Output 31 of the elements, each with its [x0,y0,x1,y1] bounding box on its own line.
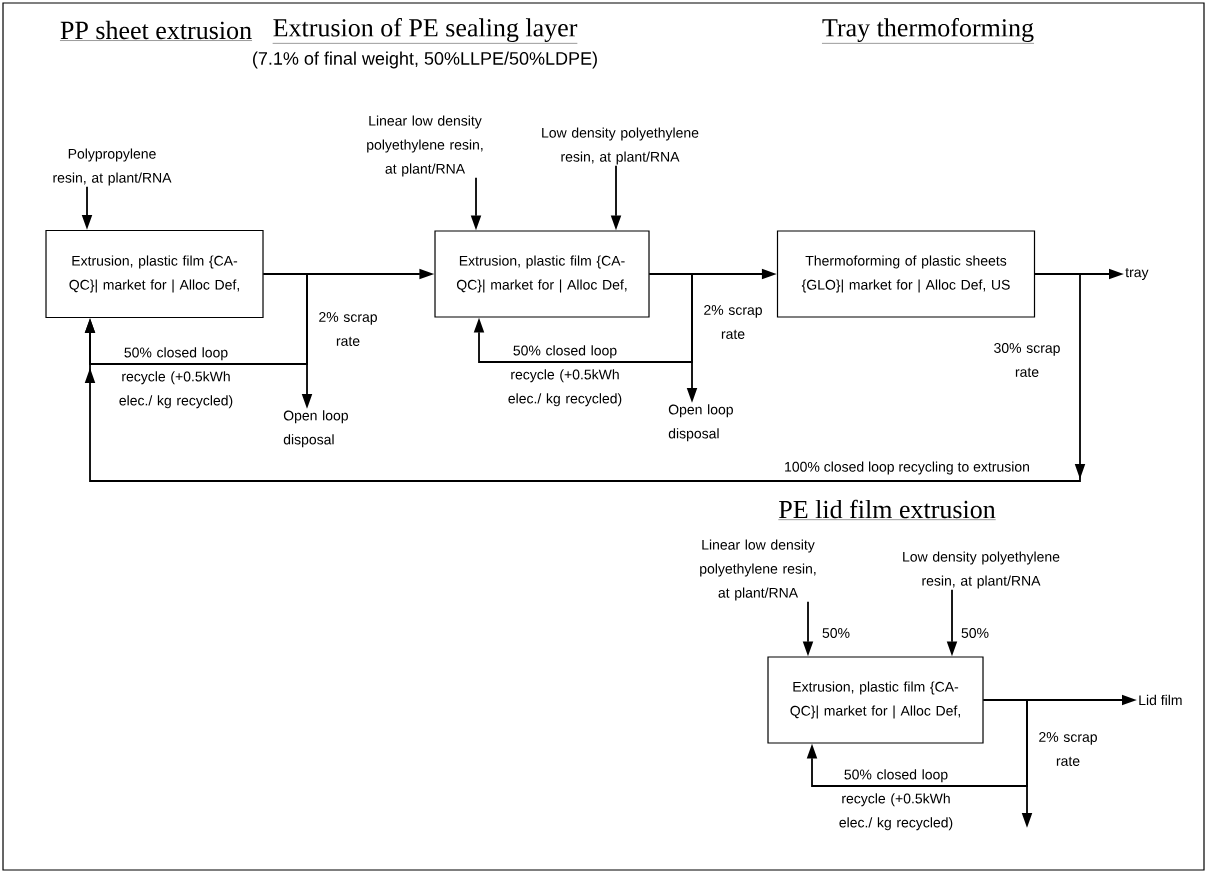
edge-label: 2% scrap rate [704,305,762,339]
process-box: Extrusion, plastic film {CA-QC}| market for | Alloc Def, [45,229,264,319]
flow-text: Polypropylene resin, at plant/RNA [53,148,172,186]
process-box: Extrusion, plastic film {CA-QC}| market for | Alloc Def, [767,656,984,744]
flow-text: tray [1125,268,1149,280]
section-heading: PP sheet extrusion [59,20,253,41]
edge-label: 50% closed loop recycle (+0.5kWh elec./ kg recycled) [839,769,953,831]
flow-text: Lid film [1139,694,1182,706]
flow-text: Low density polyethylene resin, at plant/RNA [542,127,699,165]
flow-text: Open loop disposal [283,410,348,448]
section-heading: Extrusion of PE sealing layer [272,18,578,44]
process-box: Thermoforming of plastic sheets {GLO}| market for | Alloc Def, US [776,230,1036,318]
process-box: Extrusion, plastic film {CA-QC}| market for | Alloc Def, [434,230,650,318]
edge-label: 50% closed loop recycle (+0.5kWh elec./ kg recycled) [508,345,622,407]
arrow [84,273,1086,482]
recycle-arrow [473,273,693,363]
recycle-arrow [806,699,1028,787]
section-heading: PE lid film extrusion [778,499,996,520]
flow-text: Low density polyethylene resin, at plant/RNA [903,551,1060,589]
flow-text: Linear low density polyethylene resin, at plant/RNA [700,539,816,601]
section-heading: Tray thermoforming [821,18,1035,44]
annotation-text: 30% scrap rate [994,343,1060,377]
edge-label: 2% scrap rate [319,312,377,346]
edge-label: 50% [961,628,989,638]
flow-text: Open loop disposal [668,404,733,442]
edge-label: 50% closed loop recycle (+0.5kWh elec./ kg recycled) [119,347,233,409]
subtitle-text: (7.1% of final weight, 50%LLPE/50%LDPE) [253,51,597,69]
edge-label: 100% closed loop recycling to extrusion [785,461,1029,475]
edge-label: 50% [822,628,850,638]
flow-text: Linear low density polyethylene resin, at plant/RNA [367,115,483,177]
edge-label: 2% scrap rate [1039,732,1097,766]
